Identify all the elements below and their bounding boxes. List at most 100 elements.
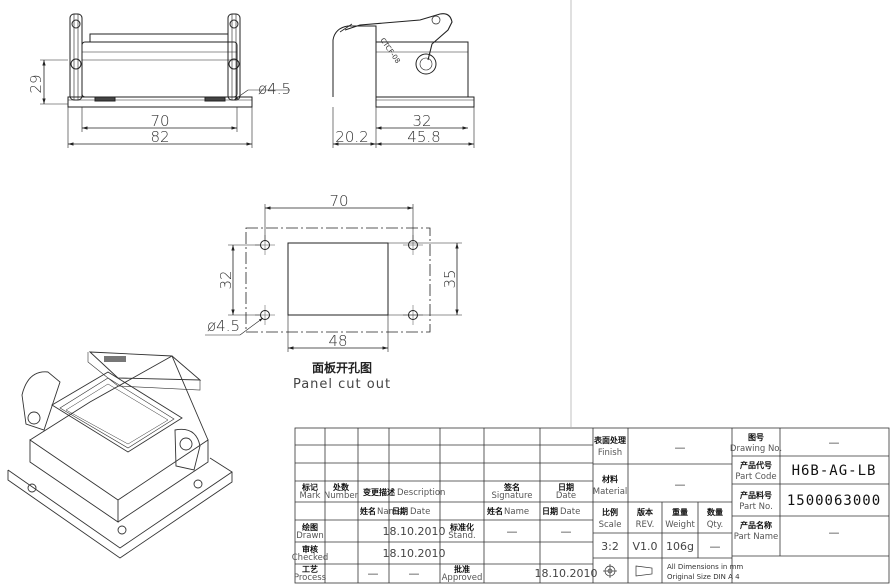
weight-en: Weight xyxy=(665,520,695,530)
process-date: — xyxy=(409,567,420,580)
name-en: Name xyxy=(377,507,402,517)
finish-value: — xyxy=(675,441,686,454)
weight-cn: 重量 xyxy=(672,507,688,517)
side-lever xyxy=(344,13,453,61)
sign-header: 姓名 Name 日期 Date 姓名 Name 日期 Date xyxy=(359,506,580,517)
panel-caption-cn: 面板开孔图 xyxy=(312,360,372,375)
rev-value: V1.0 xyxy=(632,540,657,553)
material-value: — xyxy=(675,478,686,491)
housing-body xyxy=(81,41,238,98)
number-cn: 处数 xyxy=(332,482,350,492)
finish-en: Finish xyxy=(598,448,622,458)
sig-en: Signature xyxy=(491,491,532,501)
panel-cutout xyxy=(205,204,462,352)
approval-rows: 绘图 Drawn 18.10.2010 标准化 Stand. — — 审核 Ch… xyxy=(292,522,598,583)
checked-date: 18.10.2010 xyxy=(383,547,446,560)
iso-left-lever xyxy=(21,371,61,431)
front-view xyxy=(40,13,290,148)
scale-cn: 比例 xyxy=(602,507,618,517)
dim-offset: 20.2 xyxy=(335,128,368,146)
rev-cn: 版本 xyxy=(636,507,653,517)
drawn-en: Drawn xyxy=(296,531,324,541)
left-lever xyxy=(69,13,83,101)
process-en: Process xyxy=(294,573,327,583)
drawn-date: 18.10.2010 xyxy=(383,525,446,538)
qty-cn: 数量 xyxy=(707,507,723,517)
desc-cn: 变更描述 xyxy=(363,487,395,497)
drawn-cn: 绘图 xyxy=(302,522,318,532)
date-cn: 日期 xyxy=(558,482,574,492)
mark-cn: 标记 xyxy=(301,482,318,492)
part-name-cn: 产品名称 xyxy=(740,520,772,530)
desc-en: Description xyxy=(397,488,445,498)
dim-height: 29 xyxy=(27,74,45,93)
dims-note-2: Original Size DIN A 4 xyxy=(667,573,740,581)
date2-en: Date xyxy=(560,507,580,517)
side-base xyxy=(375,96,475,108)
side-hood xyxy=(332,25,377,97)
dim-width-inner: 70 xyxy=(150,112,169,130)
finish-cn: 表面处理 xyxy=(593,435,626,445)
dim-hole-front: ø4.5 xyxy=(258,80,291,98)
dim-hole-panel: ø4.5 xyxy=(207,317,240,335)
stand-name: — xyxy=(507,525,518,538)
drawing-no-value: — xyxy=(829,436,840,449)
identification-block: 图号 Drawing No. — 产品代号 Part Code H6B-AG-L… xyxy=(730,433,881,542)
checked-cn: 审核 xyxy=(302,544,318,554)
title-block xyxy=(294,427,890,584)
part-code-value: H6B-AG-LB xyxy=(792,463,877,479)
iso-body xyxy=(29,355,209,441)
stand-en: Stand. xyxy=(448,531,475,541)
dim-side-inner: 32 xyxy=(412,112,431,130)
iso-right-lever xyxy=(174,428,201,471)
iso-opening xyxy=(51,371,183,453)
part-name-en: Part Name xyxy=(734,532,779,542)
right-lever xyxy=(227,13,241,101)
drawing-no-cn: 图号 xyxy=(748,433,764,442)
side-view xyxy=(332,13,475,148)
part-name-value: — xyxy=(829,526,840,539)
date-cn-2: 日期 xyxy=(392,506,408,516)
dim-cutout-h: 35 xyxy=(441,269,459,288)
number-en: Number xyxy=(324,491,359,501)
name2-cn: 姓名 xyxy=(486,506,503,516)
qty-en: Qty. xyxy=(707,520,724,530)
date-en: Date xyxy=(556,491,576,501)
name-cn: 姓名 xyxy=(359,506,376,516)
qty-value: — xyxy=(710,540,721,553)
dim-width-outer: 82 xyxy=(150,128,169,146)
scale-value: 3:2 xyxy=(601,540,619,553)
date2-cn: 日期 xyxy=(542,506,558,516)
material-en: Material xyxy=(593,487,628,497)
iso-flange xyxy=(7,457,233,549)
part-no-cn: 产品料号 xyxy=(740,490,772,500)
approved-date: 18.10.2010 xyxy=(535,567,598,580)
checked-en: Checked xyxy=(292,553,328,563)
dim-side-outer: 45.8 xyxy=(407,128,440,146)
panel-caption-en: Panel cut out xyxy=(293,377,391,392)
part-code-cn: 产品代号 xyxy=(740,460,772,470)
spec-block: 表面处理 Finish — 材料 Material — 比例 Scale 版本 … xyxy=(593,435,744,581)
drawing-no-en: Drawing No. xyxy=(730,444,782,454)
process-name: — xyxy=(368,567,379,580)
weight-value: 106g xyxy=(666,540,694,553)
mark-en: Mark xyxy=(300,491,321,501)
lever-pivot xyxy=(415,53,437,75)
dims-note-1: All Dimensions in mm xyxy=(667,563,743,571)
name2-en: Name xyxy=(504,507,529,517)
material-cn: 材料 xyxy=(602,474,618,484)
revision-header: 标记 Mark 处数 Number 变更描述 Description 签名 Si… xyxy=(300,482,577,501)
side-stamp: CTCF-08 xyxy=(378,37,401,65)
part-no-value: 1500063000 xyxy=(787,493,881,509)
date-en-2: Date xyxy=(410,507,430,517)
panel-outline xyxy=(245,227,431,333)
rev-en: REV. xyxy=(636,520,655,530)
stand-cn: 标准化 xyxy=(449,522,474,532)
sig-cn: 签名 xyxy=(503,482,520,492)
process-cn: 工艺 xyxy=(302,564,318,574)
approved-en: Approved xyxy=(442,573,483,583)
part-no-en: Part No. xyxy=(739,502,773,512)
isometric-view xyxy=(7,351,233,559)
